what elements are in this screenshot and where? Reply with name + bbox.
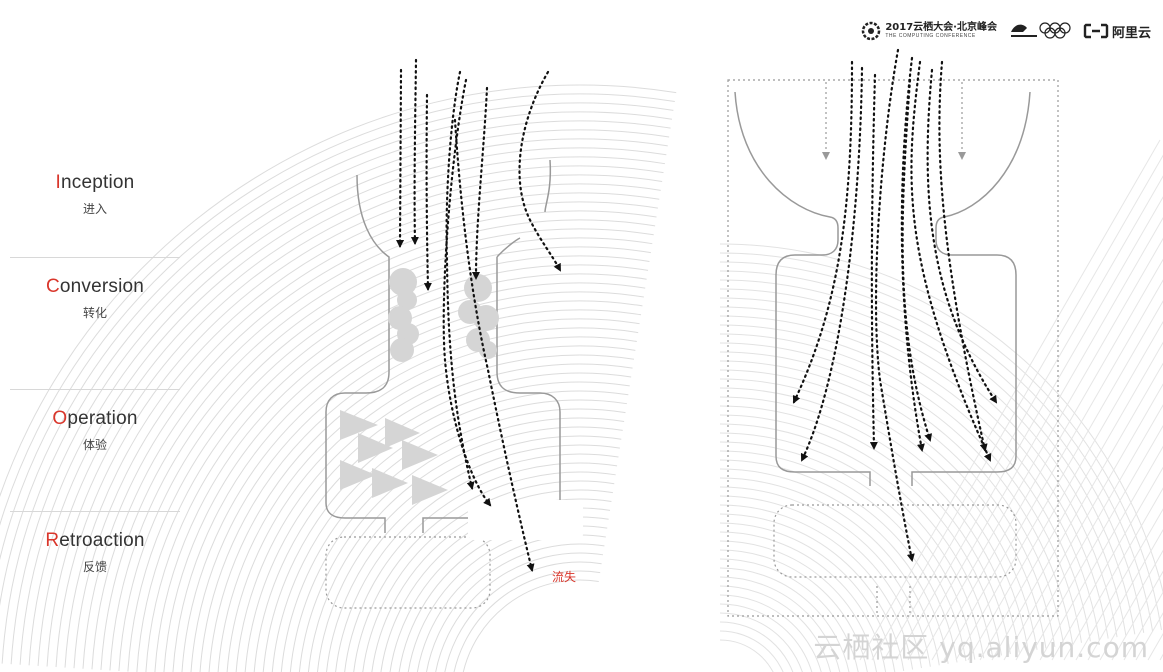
right-feedback-box: [773, 504, 1017, 578]
conference-title: 2017云栖大会·北京峰会: [885, 22, 997, 33]
stage-initial: O: [52, 408, 68, 429]
right-boundary-box: [727, 79, 1059, 617]
stage-rest: nception: [61, 172, 135, 193]
right-gray-arrows: [822, 82, 966, 160]
left-occluder: [468, 500, 583, 540]
aliyun-bracket-icon: [1083, 23, 1109, 39]
header-logos: 2017云栖大会·北京峰会 THE COMPUTING CONFERENCE 阿…: [861, 16, 1151, 46]
stage-subtitle: 进入: [82, 202, 107, 216]
divider: [10, 389, 180, 390]
stage-title: Operation: [10, 390, 180, 430]
right-exit-lines: [876, 586, 911, 616]
stage-initial: R: [45, 530, 60, 551]
conversion-triangles: [340, 410, 448, 505]
right-flow-arrows: [792, 48, 998, 562]
right-funnel-outline: [734, 91, 1031, 486]
aliyun-logo: 阿里云: [1083, 22, 1151, 41]
divider: [10, 511, 180, 512]
stage-retroaction: Retroaction 反馈: [10, 512, 180, 644]
stage-initial: I: [55, 172, 62, 193]
olympic-rings-icon: [1010, 22, 1071, 39]
hatch-texture: [859, 139, 1163, 661]
stage-title: Inception: [10, 150, 180, 194]
watermark: 云栖社区 yq.aliyun.com: [813, 631, 1149, 664]
conference-emblem-icon: [862, 21, 881, 41]
stage-initial: C: [45, 276, 60, 297]
arc-texture-left: [0, 84, 677, 672]
conference-subtitle: THE COMPUTING CONFERENCE: [885, 33, 976, 39]
stage-subtitle: 体验: [82, 438, 107, 452]
stage-rest: etroaction: [59, 530, 145, 551]
left-flow-arrows: [396, 58, 562, 572]
stage-title: Conversion: [10, 258, 180, 298]
stage-conversion: Conversion 转化: [10, 258, 180, 390]
arc-texture-right: [719, 243, 1163, 672]
stage-inception: Inception 进入: [10, 150, 180, 258]
left-feedback-box: [325, 536, 491, 609]
divider: [10, 257, 180, 258]
stage-list: Inception 进入 Conversion 转化 Operation 体验 …: [10, 150, 180, 644]
stage-operation: Operation 体验: [10, 390, 180, 512]
stage-rest: onversion: [59, 276, 145, 297]
stage-rest: peration: [67, 408, 138, 429]
aliyun-brand-text: 阿里云: [1111, 25, 1151, 41]
stage-subtitle: 转化: [82, 306, 107, 320]
stage-title: Retroaction: [10, 512, 180, 552]
loss-label: 流失: [552, 570, 577, 584]
conference-logo: 2017云栖大会·北京峰会 THE COMPUTING CONFERENCE: [861, 21, 997, 41]
stage-subtitle: 反馈: [82, 560, 107, 574]
